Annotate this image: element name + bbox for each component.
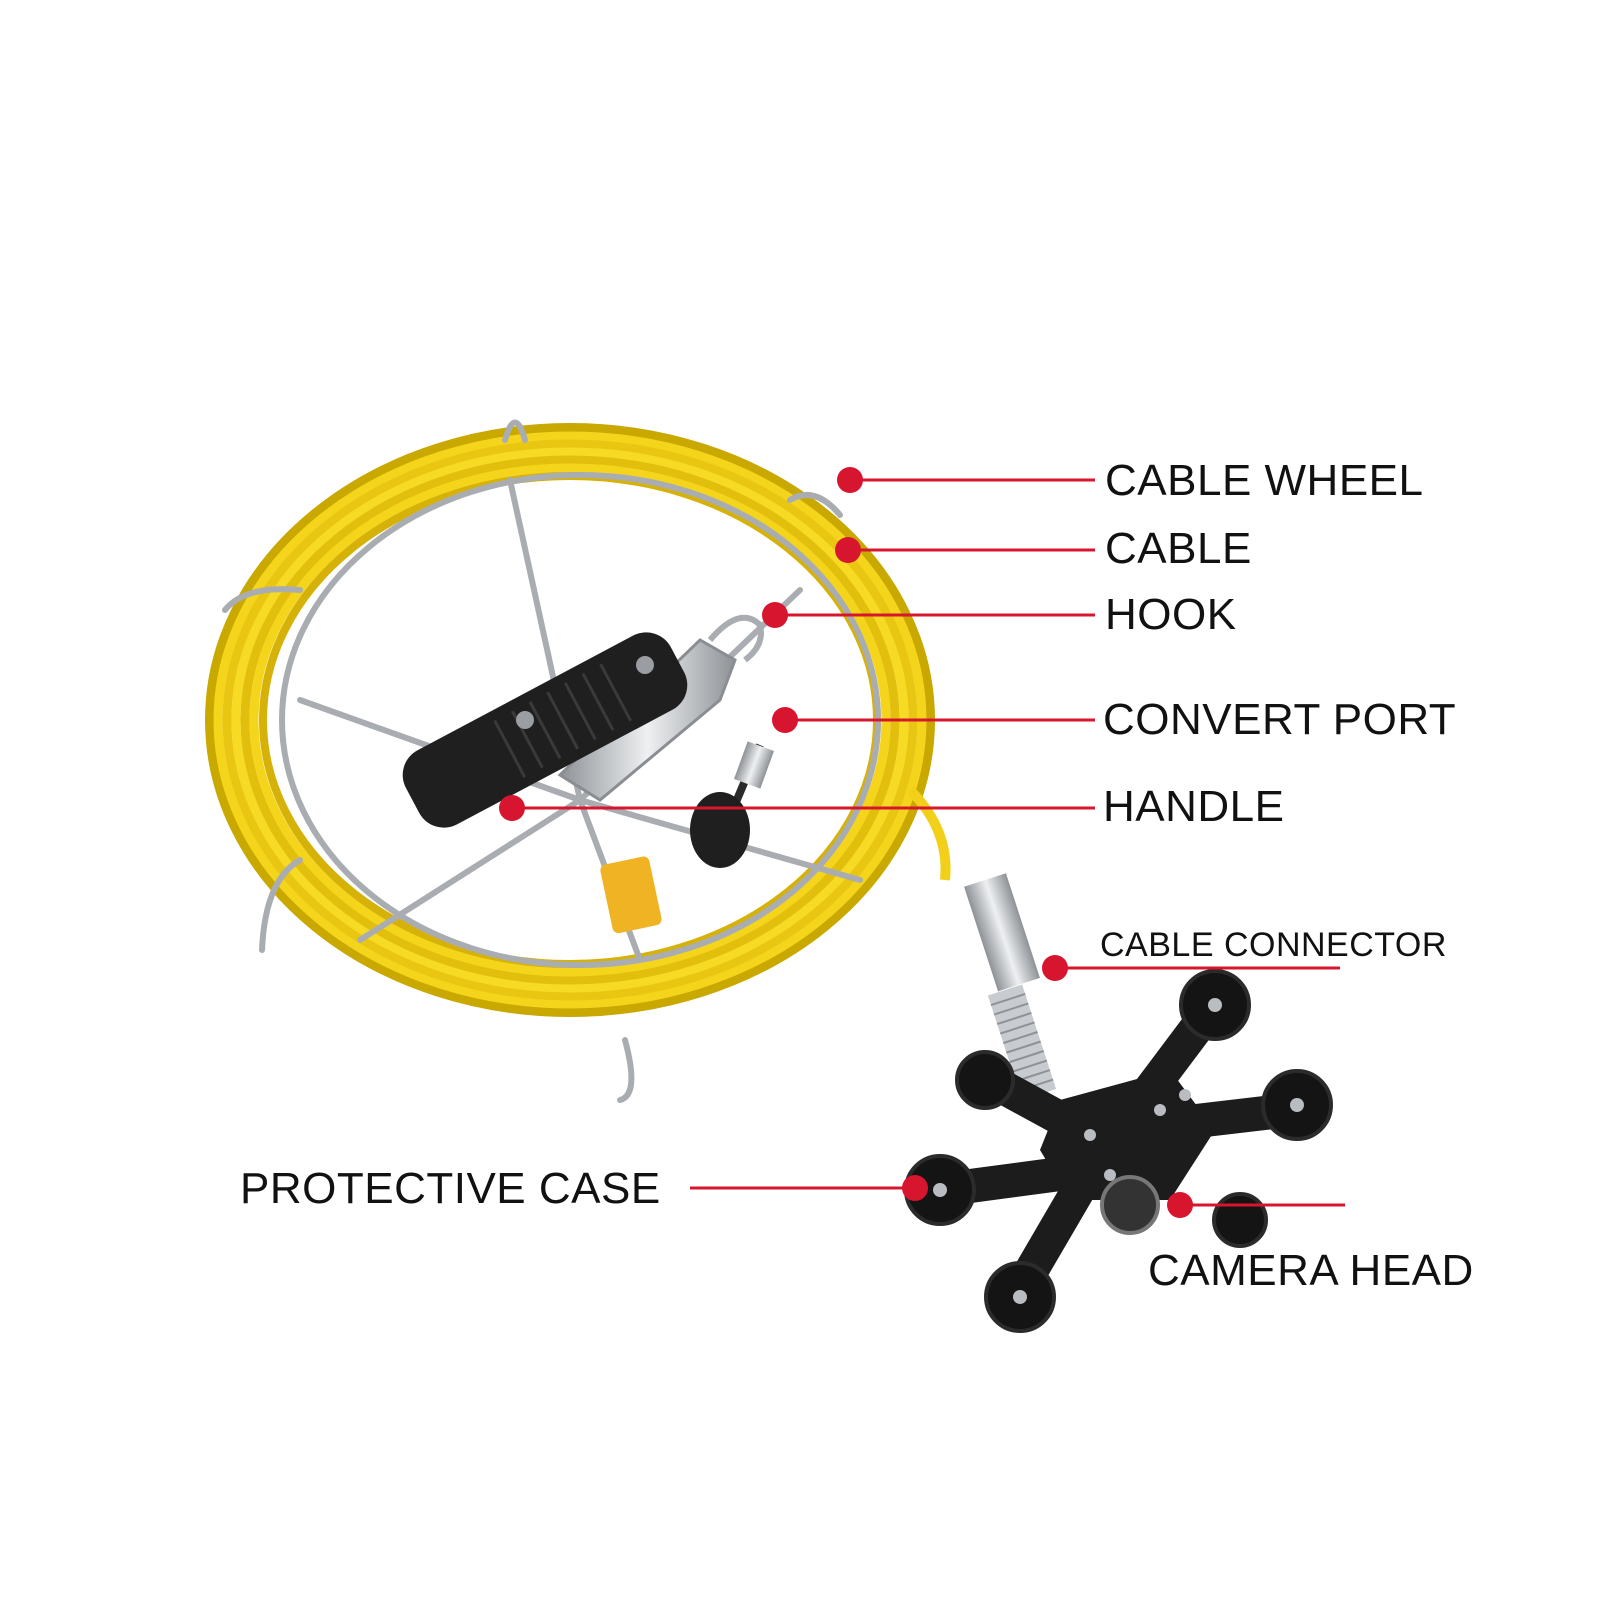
cable-tag: [600, 856, 662, 934]
cable-lead: [906, 786, 1057, 1101]
label-cable: CABLE: [1105, 524, 1252, 573]
label-protective-case: PROTECTIVE CASE: [240, 1164, 661, 1213]
spring-connector: [987, 984, 1057, 1101]
cable-reel-illustration: [205, 419, 935, 1103]
label-cable-wheel: CABLE WHEEL: [1105, 456, 1424, 505]
label-camera-head: CAMERA HEAD: [1148, 1246, 1474, 1295]
screw-icon: [516, 711, 534, 729]
callout-lines: [499, 467, 1345, 1218]
hook: [707, 614, 764, 663]
label-convert-port: CONVERT PORT: [1103, 695, 1457, 744]
label-cable-connector: CABLE CONNECTOR: [1100, 926, 1447, 964]
label-hook: HOOK: [1105, 590, 1237, 639]
screw-icon: [636, 656, 654, 674]
label-handle: HANDLE: [1103, 782, 1285, 831]
handle: [402, 632, 737, 828]
camera-lens-icon: [1100, 1175, 1160, 1235]
convert-port: [690, 741, 774, 868]
camera-crawler: [904, 969, 1333, 1333]
